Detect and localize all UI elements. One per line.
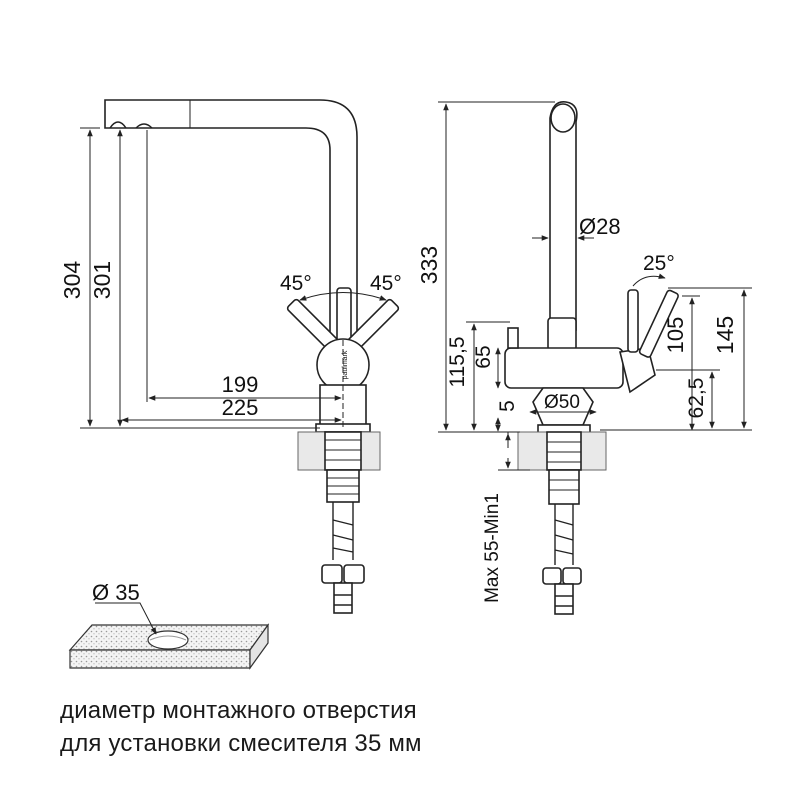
dim-62-5: 62,5 [685, 378, 708, 419]
dim-301: 301 [89, 261, 115, 299]
angle-right: 45° [370, 272, 402, 295]
dim-333: 333 [416, 246, 442, 284]
angle-left: 45° [280, 272, 312, 295]
dim-5: 5 [496, 400, 519, 412]
mounting-hole [147, 630, 189, 650]
caption-line-1: диаметр монтажного отверстия [60, 697, 417, 724]
dim-105: 105 [663, 317, 688, 354]
dim-dia28: Ø28 [579, 214, 621, 239]
dim-dia50: Ø50 [544, 392, 580, 413]
dim-145: 145 [712, 316, 738, 354]
dim-max-min: Max 55-Min1 [482, 493, 503, 603]
dim-304: 304 [59, 261, 85, 300]
caption-line-2: для установки смесителя 35 мм [60, 730, 422, 757]
side-view: 333 Ø28 25° 115,5 65 5 Ø50 105 145 [416, 101, 752, 615]
mounting-plate: Ø 35 [68, 580, 270, 670]
angle-25: 25° [643, 252, 675, 275]
dim-65: 65 [472, 345, 495, 368]
dim-115-5: 115,5 [446, 337, 469, 388]
dim-225: 225 [222, 395, 259, 420]
hole-diameter: Ø 35 [92, 580, 140, 605]
dim-199: 199 [222, 372, 259, 397]
front-view: paulmark 304 301 199 [59, 99, 402, 614]
brand-logo: paulmark [342, 350, 349, 379]
